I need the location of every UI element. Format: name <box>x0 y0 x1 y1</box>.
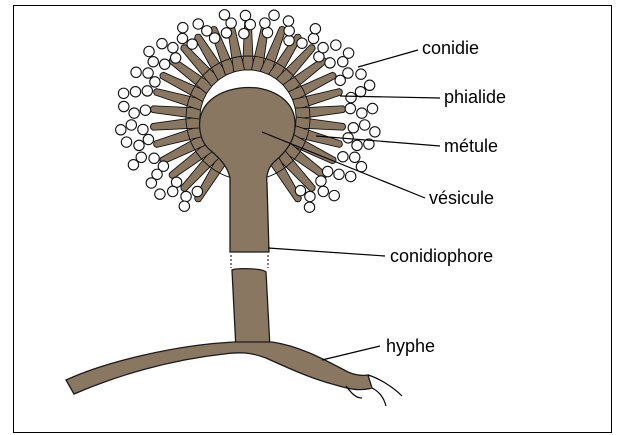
conidium <box>116 125 126 135</box>
conidium <box>134 140 144 150</box>
conidium <box>343 48 353 58</box>
conidium <box>260 18 270 28</box>
conidium <box>345 103 355 113</box>
conidium <box>131 67 141 77</box>
conidium <box>202 26 212 36</box>
conidium <box>179 201 189 211</box>
conidium <box>177 33 187 43</box>
conidium <box>295 185 305 195</box>
label-phialide: phialide <box>444 87 506 107</box>
conidium <box>304 202 314 212</box>
leader-hyphe <box>322 346 380 360</box>
conidium <box>193 19 203 29</box>
conidium <box>170 53 180 63</box>
conidium <box>143 134 153 144</box>
conidium <box>178 22 188 32</box>
conidium <box>221 28 231 38</box>
label-hyphe: hyphe <box>386 336 435 356</box>
conidium <box>126 120 136 130</box>
conidium <box>331 40 341 50</box>
conidium <box>155 189 165 199</box>
label-conidie: conidie <box>422 38 479 58</box>
phialide <box>150 117 200 130</box>
conidium <box>150 77 160 87</box>
conidium <box>168 42 178 52</box>
conidium <box>181 191 191 201</box>
conidium <box>356 69 366 79</box>
conidium <box>350 152 360 162</box>
conidium <box>240 10 250 20</box>
conidium <box>355 87 365 97</box>
conidium <box>316 176 326 186</box>
hypha <box>66 342 372 394</box>
conidium <box>322 166 332 176</box>
conidium <box>284 26 294 36</box>
conidium <box>119 101 129 111</box>
conidium <box>140 105 150 115</box>
conidium <box>121 137 131 147</box>
conidium <box>157 38 167 48</box>
conidium <box>334 169 344 179</box>
conidium <box>219 10 229 20</box>
conidium <box>346 92 356 102</box>
label-metule: métule <box>444 136 498 156</box>
conidium <box>367 103 377 113</box>
conidium <box>138 124 148 134</box>
conidium <box>128 160 138 170</box>
conidium <box>370 127 380 137</box>
conidium <box>359 120 369 130</box>
label-vesicule: vésicule <box>429 188 494 208</box>
conidium <box>142 86 152 96</box>
conidium <box>325 58 335 68</box>
label-conidiophore: conidiophore <box>390 246 493 266</box>
leader-conidie <box>358 50 418 67</box>
conidium <box>364 80 374 90</box>
conidium <box>269 10 279 20</box>
conidium <box>283 16 293 26</box>
conidium <box>345 171 355 181</box>
conidium <box>357 108 367 118</box>
conidium <box>118 88 128 98</box>
conidium <box>146 178 156 188</box>
conidium <box>239 28 249 38</box>
conidium <box>130 87 140 97</box>
conidium <box>187 39 197 49</box>
conidium <box>129 108 139 118</box>
conidium <box>310 24 320 34</box>
conidium <box>148 57 158 67</box>
conidium <box>143 68 153 78</box>
conidium <box>318 42 328 52</box>
phialide <box>295 106 345 119</box>
conidium <box>305 191 315 201</box>
leader-conidiophore <box>268 248 385 256</box>
conidium <box>149 153 159 163</box>
conidium <box>297 38 307 48</box>
conidium <box>308 33 318 43</box>
conidium <box>343 68 353 78</box>
conidium <box>262 27 272 37</box>
conidium <box>192 186 202 196</box>
conidium <box>348 123 358 133</box>
conidium <box>318 186 328 196</box>
conidium <box>329 190 339 200</box>
conidium <box>160 59 170 69</box>
conidium <box>338 152 348 162</box>
conidium <box>144 46 154 56</box>
conidium <box>284 35 294 45</box>
conidium <box>352 140 362 150</box>
conidiophore-lower <box>232 269 270 350</box>
conidium <box>167 186 177 196</box>
